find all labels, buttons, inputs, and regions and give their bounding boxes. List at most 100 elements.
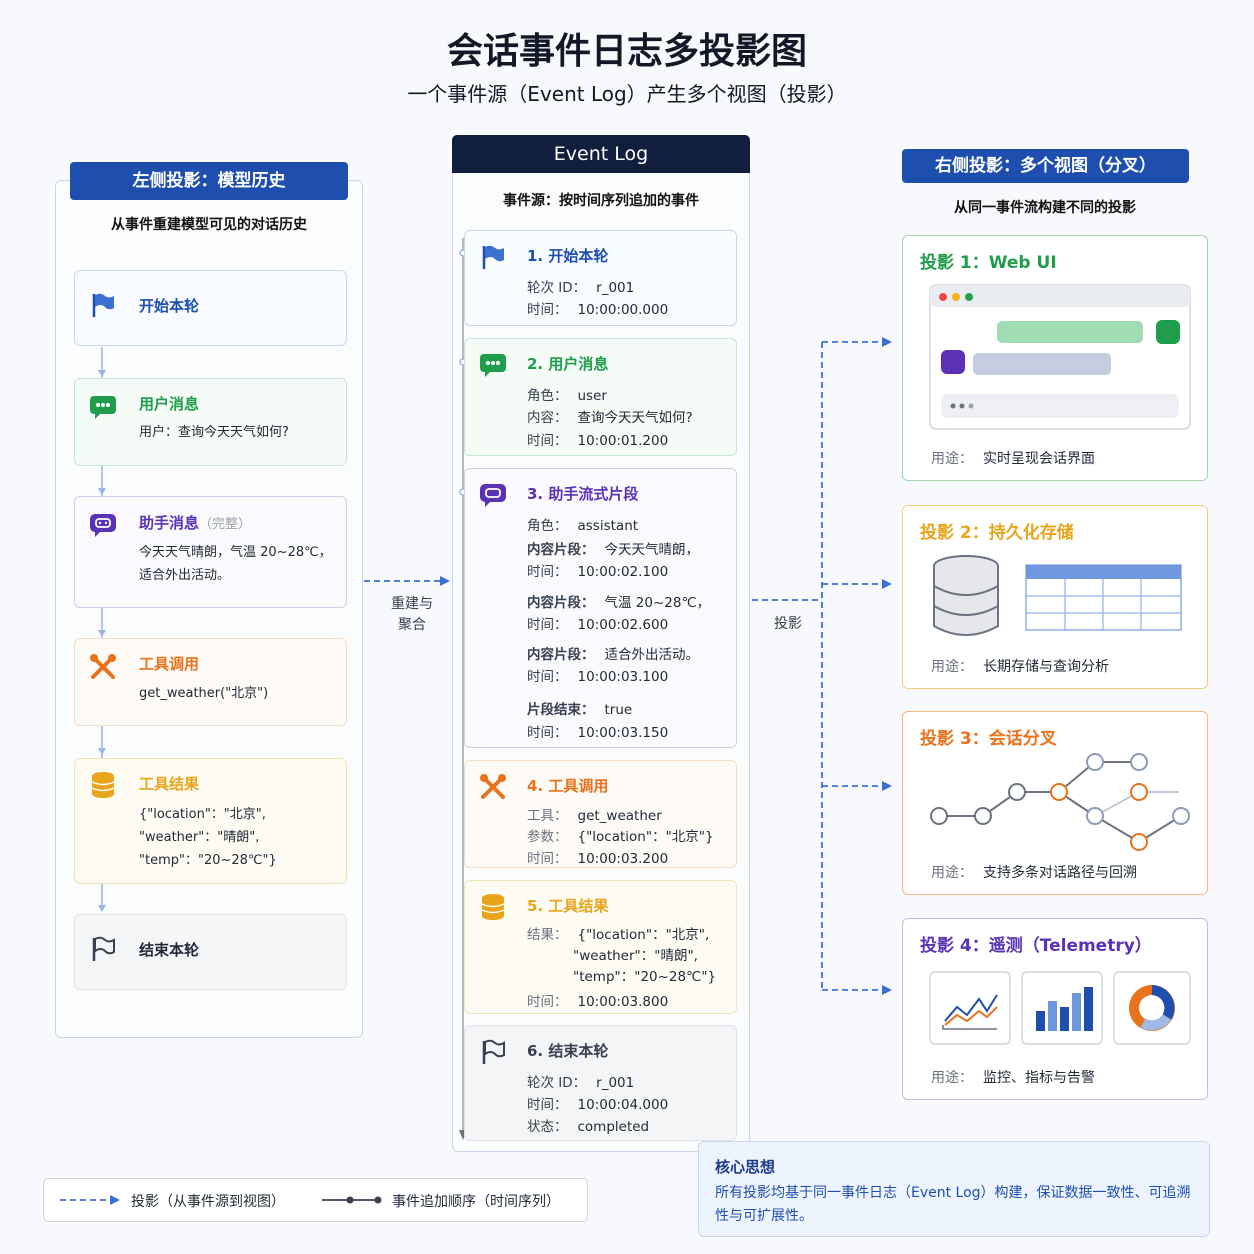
- event-field-key: 工具：: [527, 808, 568, 824]
- core-idea-text: 所有投影均基于同一事件日志（Event Log）构建，保证数据一致性、可追溯性与…: [715, 1185, 1191, 1224]
- event-field: 时间： 10:00:02.600: [527, 613, 668, 633]
- end-flag-icon: [482, 1039, 505, 1064]
- assistant-chat-icon: [90, 514, 116, 537]
- event-field-key: 角色：: [527, 388, 568, 404]
- event-field-value: 10:00:02.600: [577, 617, 669, 633]
- tools-icon: [480, 774, 506, 799]
- projection-title: 投影 1：Web UI: [920, 253, 1057, 273]
- left-card-title: 工具结果: [139, 775, 200, 793]
- event-card-title: 1. 开始本轮: [527, 247, 609, 265]
- use-label: 用途：: [931, 659, 973, 675]
- event-field-key: 内容片段：: [527, 542, 595, 558]
- event-field: 时间： 10:00:03.200: [527, 847, 668, 867]
- event-field-key: 时间：: [527, 851, 568, 867]
- rebuild-arrow: [364, 576, 450, 586]
- event-field-value: true: [604, 702, 633, 718]
- event-field-key: 时间：: [527, 994, 568, 1010]
- left-card-title: 开始本轮: [139, 297, 200, 315]
- event-field: 时间： 10:00:01.200: [527, 429, 668, 449]
- event-card-title: 5. 工具结果: [527, 897, 609, 915]
- legend-projection-label: 投影（从事件源到视图）: [131, 1194, 285, 1210]
- event-field: 时间： 10:00:04.000: [527, 1093, 668, 1113]
- event-card-tool-result[interactable]: 5. 工具结果 结果：{"location"："北京", "weather"："…: [464, 880, 737, 1014]
- event-field-value: 10:00:01.200: [577, 433, 669, 449]
- projection-use: 用途：长期存储与查询分析: [931, 656, 1109, 676]
- event-field-value: 10:00:03.800: [577, 994, 669, 1010]
- projection-title: 投影 2：持久化存储: [920, 523, 1074, 543]
- line-chart-icon: [929, 971, 1011, 1045]
- event-field-value: assistant: [577, 518, 639, 534]
- left-card-body-line: "weather"："晴朗",: [139, 830, 260, 845]
- event-field-key: 内容片段：: [527, 595, 595, 611]
- table-grid-illustration: [1025, 564, 1182, 631]
- event-field-value: r_001: [596, 1075, 635, 1091]
- event-field-key: 状态：: [527, 1119, 568, 1135]
- left-card-tool-result[interactable]: 工具结果 {"location"："北京", "weather"："晴朗", "…: [74, 758, 347, 884]
- event-field: 结果：{"location"："北京",: [527, 923, 709, 943]
- event-card-tool-call[interactable]: 4. 工具调用 工具：get_weather 参数：{"location"："北…: [464, 760, 737, 868]
- event-field-value: 10:00:03.200: [577, 851, 669, 867]
- left-card-body-line: {"location"："北京",: [139, 807, 266, 822]
- projection-use: 用途： 监控、指标与告警: [931, 1067, 1095, 1087]
- end-flag-icon: [92, 936, 115, 961]
- projection-telemetry[interactable]: 投影 4：遥测（Telemetry） 用途：监控、指标与告警: [902, 918, 1208, 1100]
- projection-web-ui[interactable]: 投影 1：Web UI 用途：实时呈现会话界面: [902, 235, 1208, 481]
- event-field-key: 时间：: [527, 1097, 568, 1113]
- event-field-value: 10:00:04.000: [577, 1097, 669, 1113]
- event-field: 内容：查询今天天气如何?: [527, 406, 693, 426]
- event-card-end-turn[interactable]: 6. 结束本轮 轮次 ID：r_001 时间：10:00:04.000 状态：c…: [464, 1025, 737, 1141]
- event-card-user-message[interactable]: 2. 用户消息 角色：user 内容：查询今天天气如何? 时间：10:00:01…: [464, 338, 737, 456]
- event-field-value: 今天天气晴朗，: [604, 542, 700, 558]
- event-field-key: 时间：: [527, 617, 568, 633]
- event-field-key: 时间：: [527, 302, 568, 318]
- projection-use: 用途：实时呈现会话界面: [931, 448, 1095, 468]
- event-field-value: "weather"："晴朗",: [573, 948, 698, 964]
- left-card-body: get_weather("北京"): [139, 686, 269, 701]
- bar-chart-icon: [1021, 971, 1103, 1045]
- projection-label: 投影: [774, 616, 802, 632]
- event-card-title: 6. 结束本轮: [527, 1042, 609, 1060]
- use-label: 用途：: [931, 1070, 973, 1086]
- projection-use: 用途：支持多条对话路径与回溯: [931, 862, 1137, 882]
- database-storage-illustration: [933, 555, 999, 636]
- event-field: 时间：10:00:03.100: [527, 665, 668, 685]
- event-field: 角色：assistant: [527, 514, 638, 534]
- projection-title: 投影 3：会话分叉: [920, 729, 1057, 749]
- left-card-tool-call[interactable]: 工具调用 get_weather("北京"): [74, 638, 347, 726]
- event-field-value: {"location"："北京",: [577, 927, 710, 943]
- left-card-body-line: 今天天气晴朗，气温 20~28℃，: [139, 545, 332, 560]
- event-field-key: 参数：: [527, 829, 568, 845]
- event-field-key: 时间：: [527, 433, 568, 449]
- event-field-key: 时间：: [527, 564, 568, 580]
- event-card-start-turn[interactable]: 1. 开始本轮 轮次 ID：r_001 时间：10:00:00.000: [464, 230, 737, 326]
- event-field-value: "temp"："20~28℃"}: [573, 969, 717, 985]
- event-field: 时间：10:00:02.100: [527, 560, 668, 580]
- left-card-title: 结束本轮: [139, 941, 200, 959]
- page-subtitle: 一个事件源（Event Log）产生多个视图（投影）: [407, 82, 847, 106]
- left-card-body-line: "temp"："20~28℃"}: [139, 853, 277, 868]
- right-panel-header: 右侧投影：多个视图（分叉）: [902, 149, 1189, 183]
- use-value: 支持多条对话路径与回溯: [983, 865, 1137, 881]
- use-label: 用途：: [931, 451, 973, 467]
- right-panel-description: 从同一事件流构建不同的投影: [954, 200, 1136, 216]
- event-field-key: 内容片段：: [527, 647, 595, 663]
- event-field-key: 轮次 ID：: [527, 1075, 587, 1091]
- left-card-user-message[interactable]: 用户消息 用户：查询今天天气如何?: [74, 378, 347, 466]
- projection-conversation-branching[interactable]: 投影 3：会话分叉 用途：支持多条对话路径与: [902, 711, 1208, 895]
- event-card-assistant-stream[interactable]: 3. 助手流式片段 角色：assistant 内容片段：今天天气晴朗， 时间：1…: [464, 468, 737, 748]
- tools-icon: [90, 654, 116, 679]
- use-value: 监控、指标与告警: [983, 1070, 1095, 1086]
- event-field-value: get_weather: [577, 808, 662, 824]
- left-card-body-line: 适合外出活动。: [139, 568, 231, 583]
- projection-persistent-storage[interactable]: 投影 2：持久化存储 用途：长期存储与查询分析: [902, 505, 1208, 689]
- event-field: 片段结束：true: [527, 698, 632, 718]
- event-card-title: 4. 工具调用: [527, 777, 609, 795]
- database-icon: [91, 772, 115, 798]
- left-panel-description: 从事件重建模型可见的对话历史: [111, 217, 307, 233]
- left-card-start-turn[interactable]: 开始本轮: [74, 270, 347, 346]
- event-card-title: 3. 助手流式片段: [527, 485, 639, 503]
- projection-arrows: [752, 337, 892, 995]
- left-card-assistant-message[interactable]: 助手消息（完整） 今天天气晴朗，气温 20~28℃， 适合外出活动。: [74, 496, 347, 608]
- left-card-end-turn[interactable]: 结束本轮: [74, 914, 347, 990]
- timeline-legend-icon: [322, 1196, 382, 1204]
